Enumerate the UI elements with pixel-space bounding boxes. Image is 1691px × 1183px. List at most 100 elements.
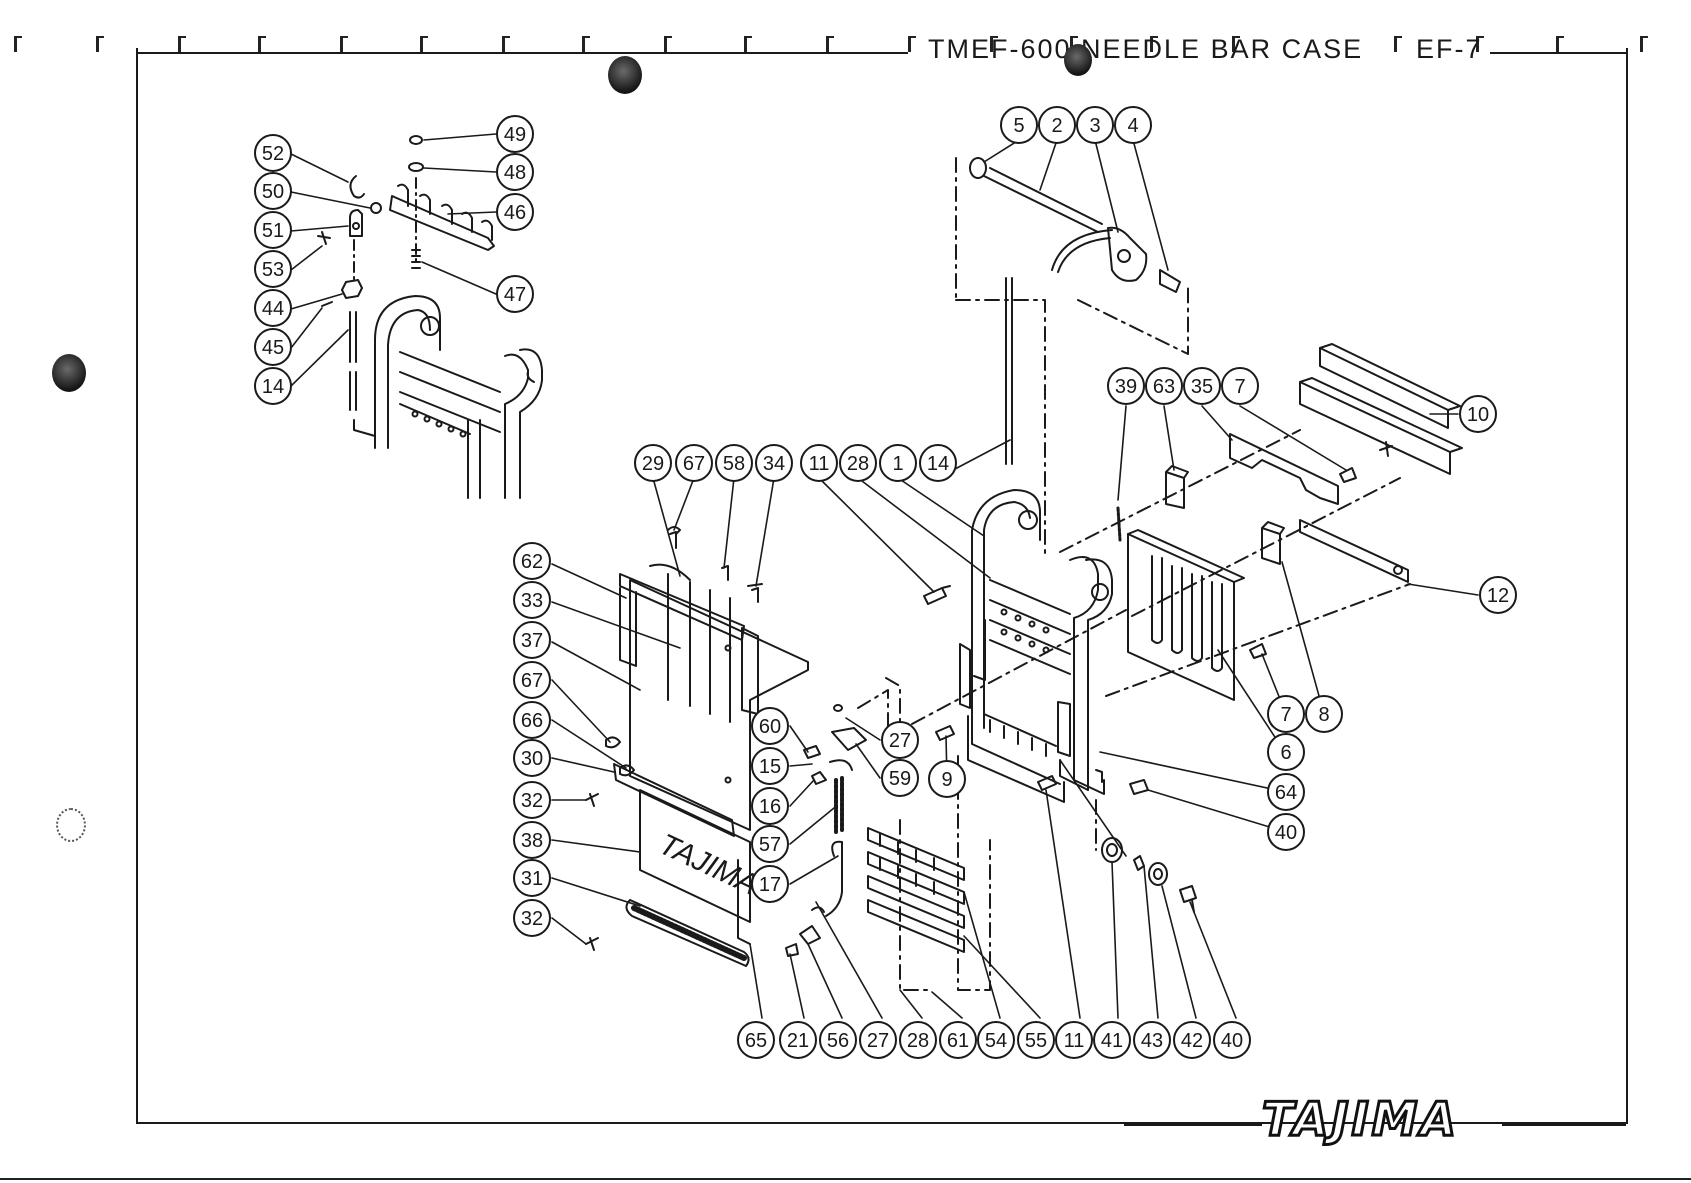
callout-2: 2: [1039, 107, 1075, 143]
callout-number: 59: [889, 768, 911, 790]
callout-12: 12: [1480, 577, 1516, 613]
callout-33: 33: [514, 582, 550, 618]
needle-bar-rod: [1006, 278, 1012, 464]
take-up-lever-parts: [786, 690, 888, 956]
callout-5: 5: [1001, 107, 1037, 143]
callout-number: 43: [1141, 1030, 1163, 1052]
logo-rule-right: [1502, 1124, 1626, 1126]
callout-number: 62: [521, 551, 543, 573]
callout-number: 51: [262, 220, 284, 242]
callout-63: 63: [1146, 368, 1182, 404]
callout-32: 32: [514, 900, 550, 936]
callout-7: 7: [1268, 696, 1304, 732]
callout-number: 32: [521, 790, 543, 812]
callout-number: 28: [907, 1030, 929, 1052]
callout-50: 50: [255, 173, 291, 209]
callout-59: 59: [882, 760, 918, 796]
callout-number: 11: [1064, 1030, 1085, 1052]
callout-53: 53: [255, 251, 291, 287]
callout-31: 31: [514, 860, 550, 896]
callout-21: 21: [780, 1022, 816, 1058]
callout-number: 6: [1280, 742, 1291, 764]
callout-number: 66: [521, 710, 543, 732]
callout-number: 31: [521, 868, 543, 890]
callout-7: 7: [1222, 368, 1258, 404]
callout-number: 35: [1191, 376, 1213, 398]
callout-number: 29: [642, 453, 664, 475]
callout-number: 9: [941, 769, 952, 791]
callout-43: 43: [1134, 1022, 1170, 1058]
callout-number: 53: [262, 259, 284, 281]
callout-number: 55: [1025, 1030, 1047, 1052]
callout-16: 16: [752, 788, 788, 824]
callout-number: 64: [1275, 782, 1297, 804]
callout-4: 4: [1115, 107, 1151, 143]
callout-number: 44: [262, 298, 284, 320]
callout-54: 54: [978, 1022, 1014, 1058]
callout-leader-lines: [291, 134, 1478, 1018]
callout-27: 27: [860, 1022, 896, 1058]
callout-number: 65: [745, 1030, 767, 1052]
bracket-63: [1166, 466, 1188, 508]
callout-number: 12: [1487, 585, 1509, 607]
callout-number: 54: [985, 1030, 1007, 1052]
callout-number: 58: [723, 453, 745, 475]
callout-1: 1: [880, 445, 916, 481]
callout-35: 35: [1184, 368, 1220, 404]
page-bottom-rule: [0, 1178, 1691, 1180]
callout-56: 56: [820, 1022, 856, 1058]
callout-28: 28: [840, 445, 876, 481]
logo-rule-left: [1124, 1124, 1262, 1126]
callout-30: 30: [514, 740, 550, 776]
callout-62: 62: [514, 543, 550, 579]
callout-52: 52: [255, 135, 291, 171]
callout-17: 17: [752, 866, 788, 902]
callout-44: 44: [255, 290, 291, 326]
callout-number: 39: [1115, 376, 1137, 398]
callout-number: 45: [262, 337, 284, 359]
callout-11: 11: [1056, 1022, 1092, 1058]
callout-number: 40: [1221, 1030, 1243, 1052]
callout-number: 14: [262, 376, 284, 398]
cover-plate-brand: TAJIMA: [654, 828, 763, 902]
callout-number: 47: [504, 284, 526, 306]
callout-number: 5: [1013, 115, 1024, 137]
callout-number: 17: [759, 874, 781, 896]
callout-57: 57: [752, 826, 788, 862]
callout-number: 8: [1318, 704, 1329, 726]
callout-number: 7: [1280, 704, 1291, 726]
callout-number: 60: [759, 716, 781, 738]
callout-number: 2: [1051, 115, 1062, 137]
callout-number: 34: [763, 453, 785, 475]
callout-number: 32: [521, 908, 543, 930]
callout-61: 61: [940, 1022, 976, 1058]
guide-rails: [1230, 344, 1462, 582]
callout-number: 3: [1089, 115, 1100, 137]
callout-65: 65: [738, 1022, 774, 1058]
callout-14: 14: [255, 368, 291, 404]
callout-number: 63: [1153, 376, 1175, 398]
callout-number: 67: [683, 453, 705, 475]
callout-51: 51: [255, 212, 291, 248]
callout-number: 42: [1181, 1030, 1203, 1052]
callout-14: 14: [920, 445, 956, 481]
callout-number: 57: [759, 834, 781, 856]
callout-58: 58: [716, 445, 752, 481]
callout-38: 38: [514, 822, 550, 858]
callout-37: 37: [514, 622, 550, 658]
callout-66: 66: [514, 702, 550, 738]
callout-40: 40: [1268, 814, 1304, 850]
callout-39: 39: [1108, 368, 1144, 404]
callout-3: 3: [1077, 107, 1113, 143]
callout-55: 55: [1018, 1022, 1054, 1058]
callout-number: 14: [927, 453, 949, 475]
inset-frame-detail: [318, 136, 542, 498]
callout-number: 46: [504, 202, 526, 224]
callout-47: 47: [497, 276, 533, 312]
callout-41: 41: [1094, 1022, 1130, 1058]
callout-number: 49: [504, 124, 526, 146]
callout-number: 7: [1234, 376, 1245, 398]
callout-number: 61: [947, 1030, 969, 1052]
callout-34: 34: [756, 445, 792, 481]
